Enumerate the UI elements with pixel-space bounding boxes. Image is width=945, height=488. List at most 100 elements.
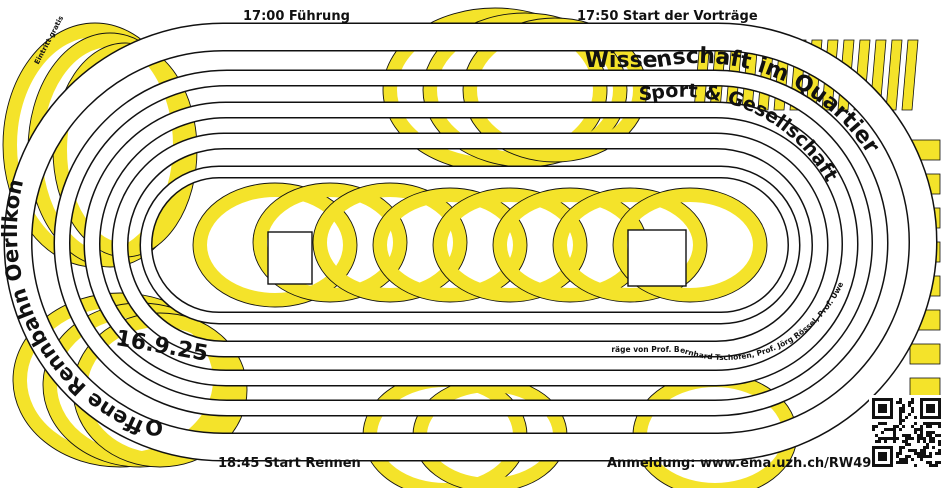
loop-outline — [372, 187, 528, 303]
qr-module — [893, 437, 896, 440]
qr-module — [905, 461, 908, 464]
qr-module — [923, 422, 926, 425]
qr-module — [917, 434, 920, 437]
yellow-loop — [253, 183, 407, 302]
qr-module — [905, 416, 908, 419]
qr-module — [908, 404, 911, 407]
qr-module — [926, 431, 929, 434]
yellow-strip — [901, 39, 919, 111]
qr-module — [893, 434, 896, 437]
qr-module — [935, 422, 938, 425]
qr-module — [920, 449, 923, 452]
qr-module — [899, 398, 902, 401]
qr-module — [917, 428, 920, 431]
qr-module — [884, 437, 887, 440]
qr-module — [926, 434, 929, 437]
qr-module — [929, 461, 932, 464]
lane — [5, 24, 936, 460]
qr-module — [893, 425, 896, 428]
qr-module — [902, 404, 905, 407]
qr-module — [935, 434, 938, 437]
qr-module — [935, 461, 938, 464]
qr-module — [884, 428, 887, 431]
qr-module — [920, 452, 923, 455]
loop-outline — [552, 187, 708, 303]
qr-module — [920, 437, 923, 440]
qr-module — [899, 452, 902, 455]
qr-module — [878, 440, 881, 443]
qr-module — [938, 440, 941, 443]
qr-module — [908, 413, 911, 416]
qr-module — [911, 458, 914, 461]
qr-module — [917, 455, 920, 458]
qr-module — [881, 431, 884, 434]
registration-link[interactable]: Anmeldung: www.ema.uzh.ch/RW49L — [607, 456, 880, 471]
qr-module — [929, 434, 932, 437]
qr-module — [935, 464, 938, 467]
qr-module — [899, 422, 902, 425]
qr-module — [926, 425, 929, 428]
yellow-loop — [383, 8, 607, 172]
qr-module — [908, 434, 911, 437]
qr-module — [917, 452, 920, 455]
qr-module — [890, 428, 893, 431]
qr-module — [914, 431, 917, 434]
qr-module — [890, 437, 893, 440]
qr-module — [926, 461, 929, 464]
window-right — [627, 229, 687, 287]
qr-module — [926, 443, 929, 446]
loop-outline — [612, 187, 768, 303]
qr-module — [920, 425, 923, 428]
qr-module — [914, 428, 917, 431]
yellow-loop — [373, 188, 527, 302]
yellow-loop — [193, 183, 357, 307]
qr-module — [920, 431, 923, 434]
qr-module — [878, 422, 881, 425]
loop-outline — [312, 182, 468, 303]
qr-module — [929, 431, 932, 434]
qr-module — [887, 428, 890, 431]
loop-outline — [462, 17, 648, 163]
qr-module — [899, 410, 902, 413]
qr-module — [938, 449, 941, 452]
qr-module — [920, 428, 923, 431]
lane — [55, 71, 887, 415]
qr-module — [896, 461, 899, 464]
qr-module — [938, 434, 941, 437]
qr-module — [893, 428, 896, 431]
qr-module — [932, 464, 935, 467]
qr-module — [902, 440, 905, 443]
qr-module — [899, 458, 902, 461]
qr-module — [914, 449, 917, 452]
qr-module — [923, 437, 926, 440]
loop-outline — [252, 182, 408, 303]
qr-module — [872, 428, 875, 431]
qr-module — [908, 437, 911, 440]
qr-module — [902, 410, 905, 413]
qr-module — [896, 455, 899, 458]
qr-module — [896, 437, 899, 440]
qr-module — [908, 443, 911, 446]
qr-module — [905, 440, 908, 443]
qr-module — [875, 425, 878, 428]
qr-module — [932, 437, 935, 440]
qr-module — [932, 431, 935, 434]
qr-code-icon[interactable] — [869, 395, 944, 470]
lane — [85, 103, 857, 385]
qr-module — [902, 425, 905, 428]
qr-finder — [878, 404, 887, 413]
qr-module — [917, 437, 920, 440]
qr-module — [884, 422, 887, 425]
qr-module — [932, 440, 935, 443]
qr-module — [911, 449, 914, 452]
qr-module — [923, 440, 926, 443]
qr-module — [911, 398, 914, 401]
window-left — [267, 231, 313, 285]
loop-outline — [192, 182, 358, 308]
qr-module — [902, 446, 905, 449]
qr-module — [929, 464, 932, 467]
qr-module — [929, 455, 932, 458]
qr-module — [899, 416, 902, 419]
qr-module — [899, 461, 902, 464]
qr-module — [905, 455, 908, 458]
